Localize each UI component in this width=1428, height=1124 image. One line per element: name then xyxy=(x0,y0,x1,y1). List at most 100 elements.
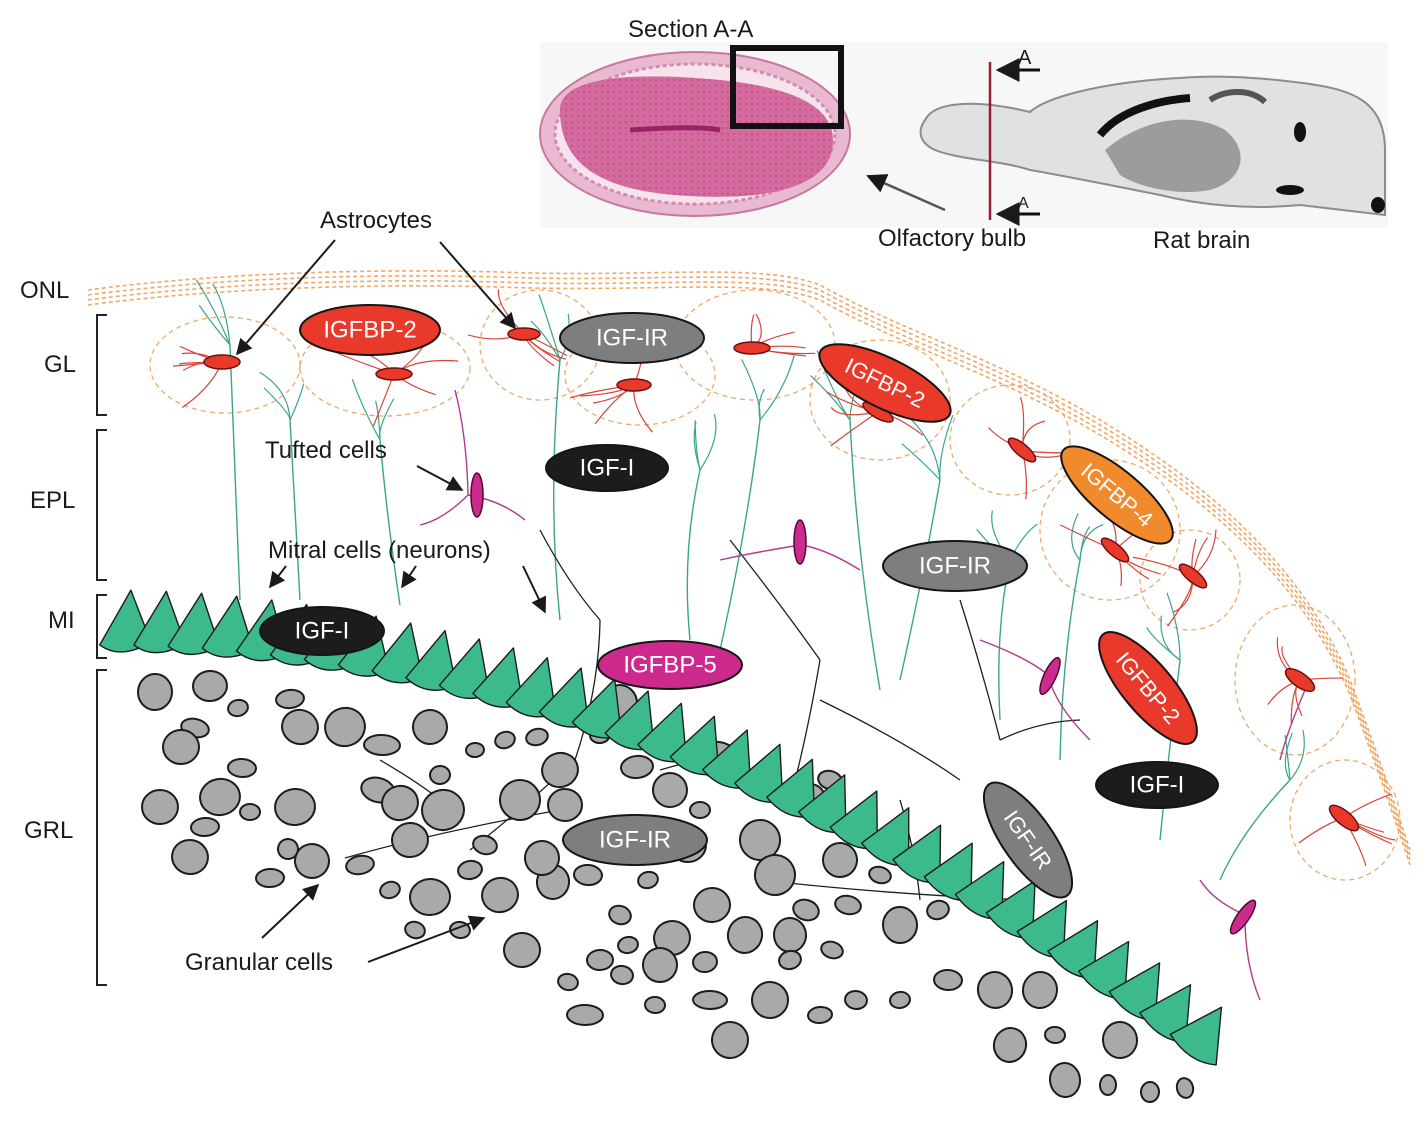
granular-cell xyxy=(566,1003,604,1027)
glomerulus xyxy=(1139,529,1241,631)
granular-cell xyxy=(162,728,200,766)
granular-cell xyxy=(692,950,718,974)
dendrite-branch xyxy=(259,371,291,421)
granular-cell xyxy=(692,989,728,1011)
granular-cell xyxy=(499,779,541,821)
badge-label: IGF-I xyxy=(580,455,635,482)
granular-cell xyxy=(620,754,654,780)
dendrite-branch xyxy=(289,383,305,421)
granular-cell xyxy=(889,990,911,1010)
granular-cell xyxy=(412,709,448,745)
granular-cell xyxy=(772,917,808,953)
axon-process xyxy=(959,599,1001,741)
dendrite-branch xyxy=(538,294,561,361)
onl-dashed-line xyxy=(87,270,1411,851)
granular-cell xyxy=(1098,1074,1118,1096)
mitral-dendrite xyxy=(719,419,761,651)
granular-cell xyxy=(457,859,483,881)
granular-cell xyxy=(822,842,858,878)
granular-cell xyxy=(391,821,429,859)
bracket-gl xyxy=(96,314,107,416)
granular-cell xyxy=(294,843,330,879)
dendrite-branch xyxy=(901,443,941,481)
mitral-cells-arrow-1 xyxy=(269,565,287,589)
granular-cell xyxy=(363,733,401,757)
axon-process xyxy=(574,619,601,761)
dendrite-branch xyxy=(699,413,717,471)
granular-cell xyxy=(274,787,316,827)
section-title: Section A-A xyxy=(628,16,753,43)
granular-cell xyxy=(976,971,1014,1009)
granular-cell xyxy=(429,764,451,786)
tufted-cell xyxy=(1229,899,1257,935)
astrocyte-cells xyxy=(203,327,1360,832)
granular-cell xyxy=(409,877,451,917)
dendrite-branch xyxy=(263,387,291,421)
molecule-badge: IGFBP-4 xyxy=(1060,445,1174,545)
badge-ellipse xyxy=(597,640,743,690)
granular-cell xyxy=(190,816,220,838)
tufted-process xyxy=(1047,674,1091,741)
astrocytes-arrow-2 xyxy=(439,241,517,330)
granular-cell xyxy=(1101,1021,1139,1059)
granular-cell xyxy=(239,803,261,821)
granular-cell xyxy=(525,727,549,747)
tufted-cells-label: Tufted cells xyxy=(265,437,387,464)
molecule-badge: IGF-IR xyxy=(559,312,705,364)
molecule-badge: IGFBP-5 xyxy=(597,640,743,690)
molecule-badge: IGFBP-2 xyxy=(1098,631,1198,745)
dendrite-branch xyxy=(693,422,701,471)
astrocyte-cell xyxy=(616,378,652,392)
molecule-badge: IGF-IR xyxy=(882,540,1028,592)
granular-cell xyxy=(277,838,299,860)
layer-labels: ONL GL EPL MI GRL xyxy=(20,277,107,986)
granular-cell xyxy=(617,935,639,955)
mitral-dendrite xyxy=(1059,559,1081,761)
dendrite-branch xyxy=(351,378,381,441)
molecule-badge: IGF-I xyxy=(1095,761,1219,809)
dendrite-branch xyxy=(741,359,761,421)
granular-cell xyxy=(192,669,228,703)
onl-dashed-line xyxy=(87,275,1411,856)
granular-cell xyxy=(1048,1062,1082,1098)
granular-cell xyxy=(227,757,257,779)
dendrite-branch xyxy=(1079,523,1104,561)
badge-ellipse xyxy=(982,781,1074,899)
tufted-cell xyxy=(1039,656,1061,696)
mitral-cells-label: Mitral cells (neurons) xyxy=(268,537,491,564)
glomerulus xyxy=(1039,459,1181,601)
granular-cell xyxy=(644,995,666,1015)
tufted-cell xyxy=(793,519,807,565)
layer-label-epl: EPL xyxy=(30,487,75,514)
tufted-cell xyxy=(470,472,484,518)
granular-cell xyxy=(547,787,583,823)
granular-cell xyxy=(481,876,519,914)
granular-cell xyxy=(711,1021,749,1059)
tufted-cells-arrow xyxy=(416,465,464,491)
section-highlight-box xyxy=(730,45,844,129)
granular-cell xyxy=(1044,1025,1066,1045)
dendrite-branch xyxy=(195,279,231,346)
bracket-grl xyxy=(96,669,107,986)
astrocyte-cell xyxy=(203,354,241,370)
glomerulus xyxy=(1234,604,1356,756)
badge-ellipse xyxy=(545,444,669,492)
granular-cell xyxy=(992,1027,1028,1063)
pointer-arrow xyxy=(866,174,946,212)
astrocyte-process xyxy=(830,411,879,447)
granular-cell xyxy=(136,673,174,711)
mitral-dendrite xyxy=(229,344,241,601)
granular-cell xyxy=(751,981,789,1019)
granular-cell xyxy=(573,863,603,887)
glomerulus xyxy=(1289,759,1401,881)
mitral-dendrite xyxy=(1159,659,1181,841)
badge-ellipse xyxy=(818,343,952,423)
granular-cell xyxy=(227,698,249,718)
granular-cell xyxy=(926,899,950,921)
mitral-dendrite xyxy=(686,469,701,641)
dendrite-branch xyxy=(1289,729,1305,781)
molecule-badge: IGFBP-2 xyxy=(299,304,441,356)
dendrite-branch xyxy=(1166,592,1181,661)
granular-cell xyxy=(345,854,375,876)
